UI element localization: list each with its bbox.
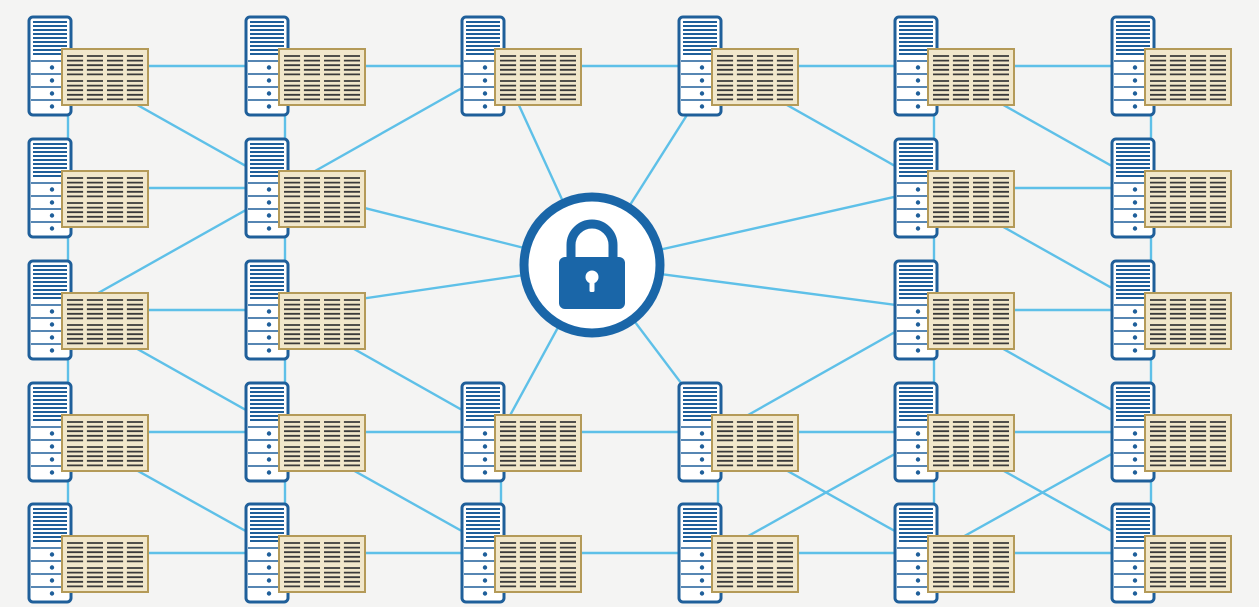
ledger-icon [494,414,582,472]
server-node-4-3 [893,381,1015,483]
server-node-5-3 [1110,381,1232,483]
server-node-2-4 [460,502,582,604]
ledger-icon [711,535,799,593]
server-icon [1110,381,1156,483]
ledger-icon [1144,170,1232,228]
server-icon [1110,15,1156,117]
server-icon [677,502,723,604]
server-node-1-2 [244,259,366,361]
ledger-icon [494,48,582,106]
server-icon [1110,502,1156,604]
server-icon [244,502,290,604]
ledger-icon [927,292,1015,350]
server-node-4-0 [893,15,1015,117]
ledger-icon [1144,535,1232,593]
server-icon [893,259,939,361]
server-node-5-0 [1110,15,1232,117]
server-node-3-3 [677,381,799,483]
server-node-3-4 [677,502,799,604]
ledger-icon [278,48,366,106]
server-node-3-0 [677,15,799,117]
ledger-icon [61,292,149,350]
ledger-icon [278,535,366,593]
server-node-4-2 [893,259,1015,361]
ledger-icon [711,48,799,106]
server-icon [677,381,723,483]
server-icon [893,381,939,483]
server-node-0-2 [27,259,149,361]
server-node-4-4 [893,502,1015,604]
server-icon [244,259,290,361]
server-node-1-0 [244,15,366,117]
ledger-icon [61,170,149,228]
server-node-0-3 [27,381,149,483]
ledger-icon [494,535,582,593]
ledger-icon [927,48,1015,106]
ledger-icon [927,535,1015,593]
server-node-1-4 [244,502,366,604]
server-icon [460,15,506,117]
server-node-1-1 [244,137,366,239]
server-node-1-3 [244,381,366,483]
server-node-0-0 [27,15,149,117]
ledger-icon [711,414,799,472]
ledger-icon [278,414,366,472]
server-node-5-2 [1110,259,1232,361]
ledger-icon [61,48,149,106]
server-node-5-1 [1110,137,1232,239]
ledger-icon [1144,414,1232,472]
padlock-icon [519,192,665,338]
ledger-icon [278,170,366,228]
server-icon [244,381,290,483]
ledger-icon [1144,292,1232,350]
server-node-2-0 [460,15,582,117]
server-node-4-1 [893,137,1015,239]
ledger-icon [927,414,1015,472]
server-node-0-1 [27,137,149,239]
ledger-icon [1144,48,1232,106]
ledger-icon [927,170,1015,228]
server-node-5-4 [1110,502,1232,604]
network-nodes [27,15,1232,604]
ledger-icon [61,535,149,593]
server-node-2-3 [460,381,582,483]
ledger-icon [278,292,366,350]
server-icon [893,137,939,239]
ledger-icon [61,414,149,472]
server-node-0-4 [27,502,149,604]
